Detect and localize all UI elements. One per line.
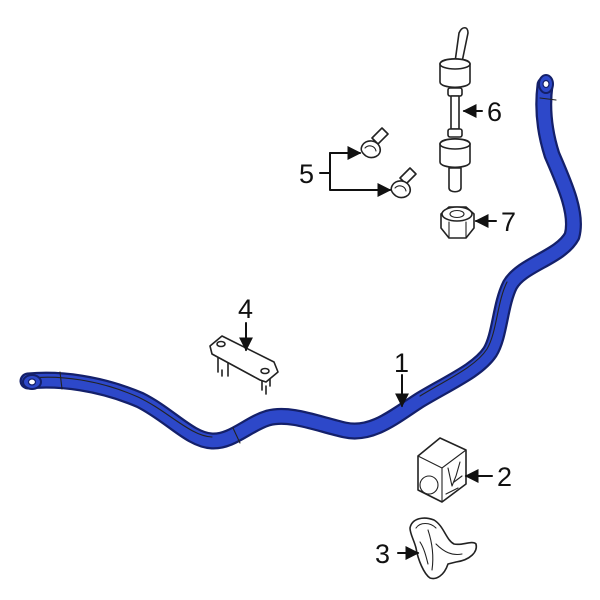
nut: [440, 206, 475, 239]
callout-4: 4: [238, 294, 253, 324]
bushing: [417, 437, 467, 503]
bushing-clamp: [409, 517, 478, 580]
callout-6: 6: [487, 97, 502, 127]
bolt-upper: [360, 127, 389, 159]
mounting-bracket: [209, 335, 279, 395]
callout-1: 1: [394, 348, 409, 378]
stabilizer-link: [439, 26, 471, 193]
callout-2: 2: [497, 462, 512, 492]
bolt-lower: [390, 167, 417, 199]
callout-3: 3: [375, 539, 390, 569]
leader-lines: [239, 104, 497, 560]
stabilizer-bar: [19, 74, 582, 450]
stabilizer-bar-body: [21, 78, 580, 448]
callout-5: 5: [299, 159, 314, 189]
callout-7: 7: [501, 207, 516, 237]
